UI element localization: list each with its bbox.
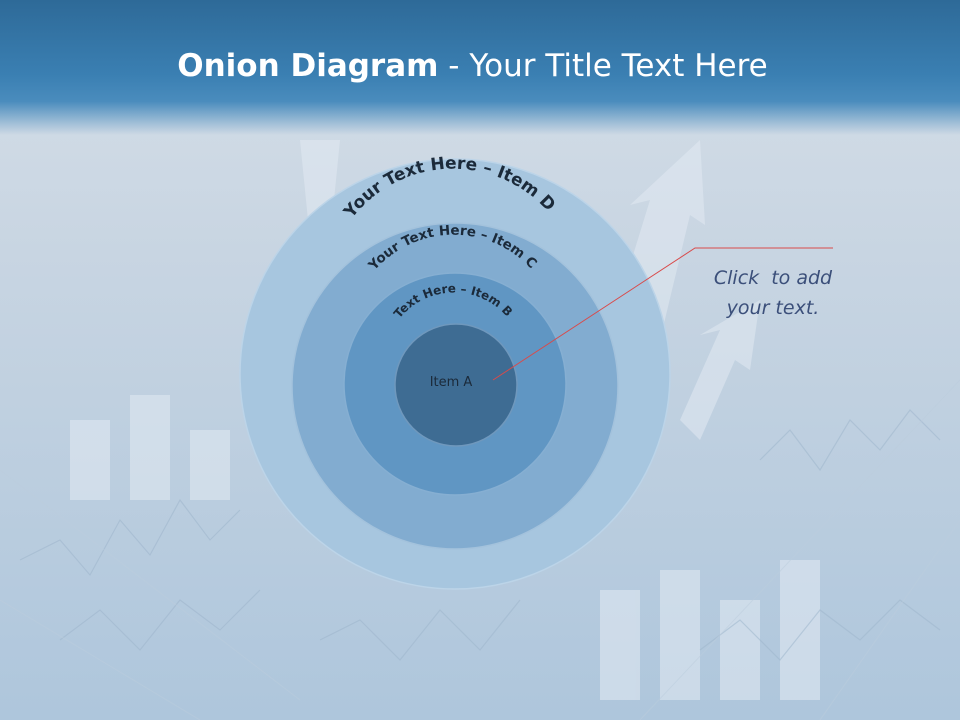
title-bold: Onion Diagram (177, 48, 439, 84)
callout-line-1: Click to add (713, 267, 833, 289)
ring-label-item-a: Item A (430, 375, 473, 390)
callout-connector-line (492, 247, 833, 381)
ring-item-a[interactable] (394, 323, 518, 447)
callout-line-2: your text. (726, 297, 820, 319)
callout-text-box[interactable]: Click to add your text. (688, 263, 858, 323)
title-rest: - Your Title Text Here (438, 48, 768, 84)
page-title[interactable]: Onion Diagram - Your Title Text Here (0, 46, 945, 86)
title-band (0, 0, 960, 135)
